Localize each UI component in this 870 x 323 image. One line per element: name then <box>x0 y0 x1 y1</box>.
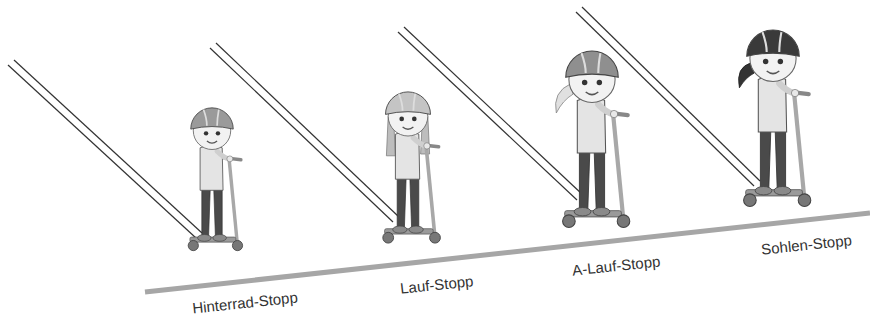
stop-label: A-Lauf-Stopp <box>571 252 661 278</box>
child-figure <box>556 51 630 227</box>
ground-line <box>145 213 870 292</box>
stop-label: Sohlen-Stopp <box>760 231 852 258</box>
motion-streak <box>8 7 760 238</box>
child-figure <box>383 92 441 243</box>
child-figure <box>188 108 242 251</box>
stop-label: Lauf-Stopp <box>399 272 474 297</box>
stop-label: Hinterrad-Stopp <box>191 288 298 316</box>
child-figure <box>739 30 811 206</box>
